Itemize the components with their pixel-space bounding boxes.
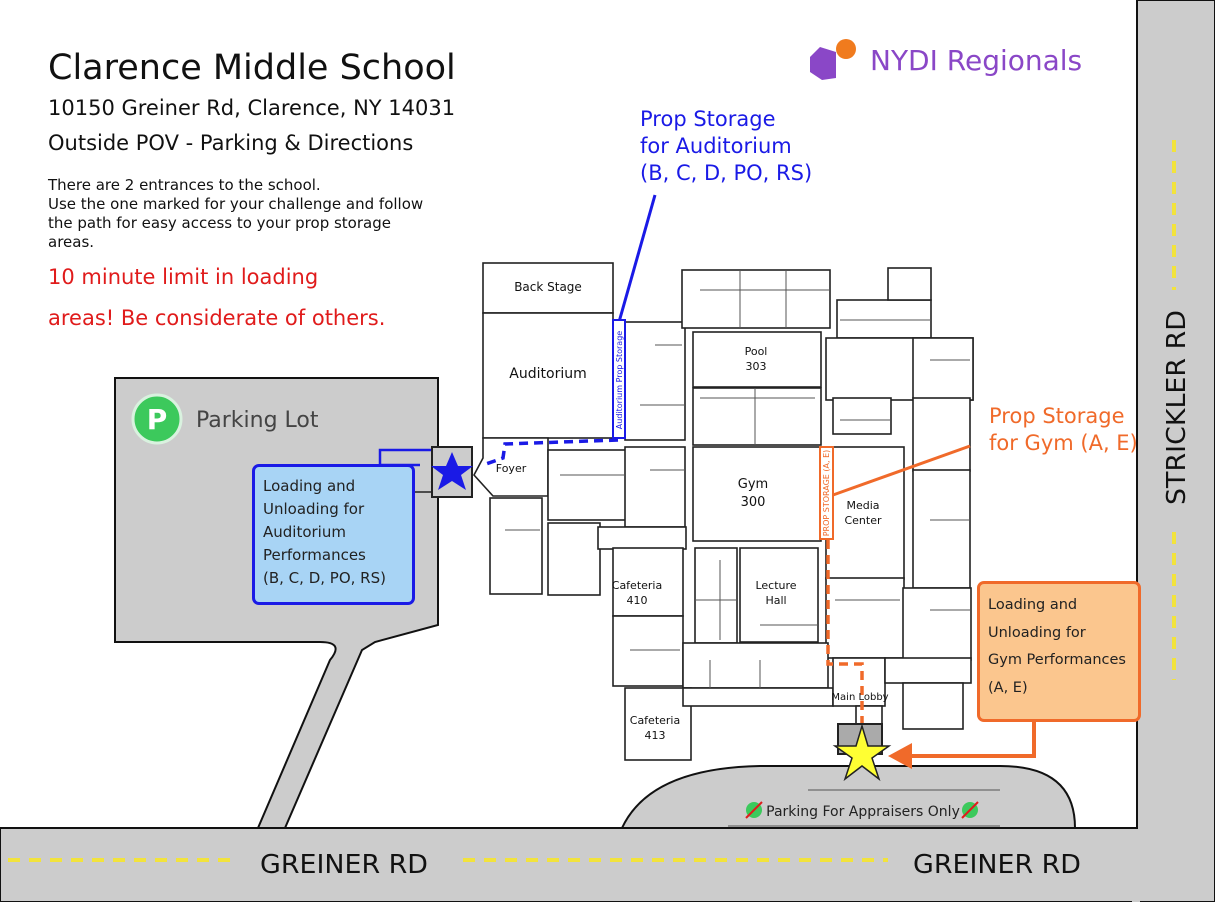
gym-entrance-star-icon[interactable] (832, 723, 892, 782)
loading-line: Unloading for (988, 624, 1086, 641)
intro-text: There are 2 entrances to the school. Use… (48, 176, 438, 252)
page-subtitle: Outside POV - Parking & Directions (48, 131, 414, 155)
gym-arrow-icon (888, 743, 912, 769)
intro-line-1: There are 2 entrances to the school. (48, 176, 321, 194)
callout-line: Prop Storage (989, 404, 1125, 428)
room-gym-number: 300 (741, 495, 766, 510)
parking-lot-label: Parking Lot (196, 408, 319, 433)
prop-storage-gym-callout: Prop Storage for Gym (A, E) (989, 403, 1138, 457)
room-cafeteria-410-number: 410 (627, 594, 648, 607)
gym-prop-storage-label: PROP STORAGE (A, E) (822, 450, 831, 537)
school-address: 10150 Greiner Rd, Clarence, NY 14031 (48, 96, 456, 120)
gym-route (819, 444, 1036, 769)
greiner-road-label-right: GREINER RD (913, 850, 1081, 880)
room-media-center-2: Center (844, 514, 882, 527)
driveway-arc (620, 765, 1077, 829)
no-parking-icon (745, 801, 763, 819)
warning-line-1: 10 minute limit in loading (48, 265, 319, 289)
callout-line: for Gym (A, E) (989, 431, 1138, 455)
auditorium-entrance-star-icon[interactable] (431, 452, 473, 490)
room-cafeteria-410: Cafeteria (612, 579, 662, 592)
callout-line: (B, C, D, PO, RS) (640, 161, 813, 185)
loading-line: Loading and (988, 597, 1078, 613)
warning-line-2: areas! Be considerate of others. (48, 306, 386, 330)
greiner-road-label-left: GREINER RD (260, 850, 428, 880)
brand-name: NYDI Regionals (870, 44, 1083, 77)
room-back-stage: Back Stage (514, 280, 582, 294)
room-pool-number: 303 (746, 360, 767, 373)
loading-line: Loading and (263, 477, 356, 495)
loading-line: Gym Performances (988, 652, 1126, 668)
auditorium-prop-storage-label: Auditorium Prop Storage (615, 331, 624, 429)
room-main-lobby: Main Lobby (831, 692, 888, 703)
loading-gym-box: Loading and Unloading for Gym Performanc… (977, 581, 1141, 722)
no-parking-icon (961, 801, 979, 819)
appraisers-parking-label: Parking For Appraisers Only (766, 804, 960, 820)
prop-storage-auditorium-callout: Prop Storage for Auditorium (B, C, D, PO… (640, 106, 812, 187)
room-auditorium: Auditorium (509, 366, 586, 382)
strickler-road-label: STRICKLER RD (1162, 310, 1192, 505)
room-gym: Gym (738, 477, 768, 492)
loading-line: Auditorium (263, 523, 346, 541)
parking-icon-letter: P (147, 403, 168, 436)
callout-line: Prop Storage (640, 107, 776, 131)
loading-line: Performances (263, 546, 366, 564)
room-cafeteria-413: Cafeteria (630, 714, 680, 727)
room-lecture-hall-2: Hall (765, 594, 786, 607)
room-cafeteria-413-number: 413 (645, 729, 666, 742)
callout-line: for Auditorium (640, 134, 792, 158)
intro-line-2: Use the one marked for your challenge an… (48, 195, 424, 251)
loading-auditorium-box: Loading and Unloading for Auditorium Per… (252, 464, 415, 605)
room-pool: Pool (745, 345, 768, 358)
school-building (473, 262, 974, 761)
loading-line: (A, E) (988, 679, 1028, 696)
interior-walls (505, 270, 970, 688)
nydi-logo-icon (810, 39, 856, 80)
room-lecture-hall: Lecture (755, 579, 796, 592)
room-foyer: Foyer (496, 462, 527, 475)
room-media-center: Media (846, 499, 879, 512)
loading-line: Unloading for (263, 500, 365, 518)
parking-icon (131, 393, 183, 445)
page-title: Clarence Middle School (48, 48, 456, 88)
loading-line: (B, C, D, PO, RS) (263, 569, 386, 587)
